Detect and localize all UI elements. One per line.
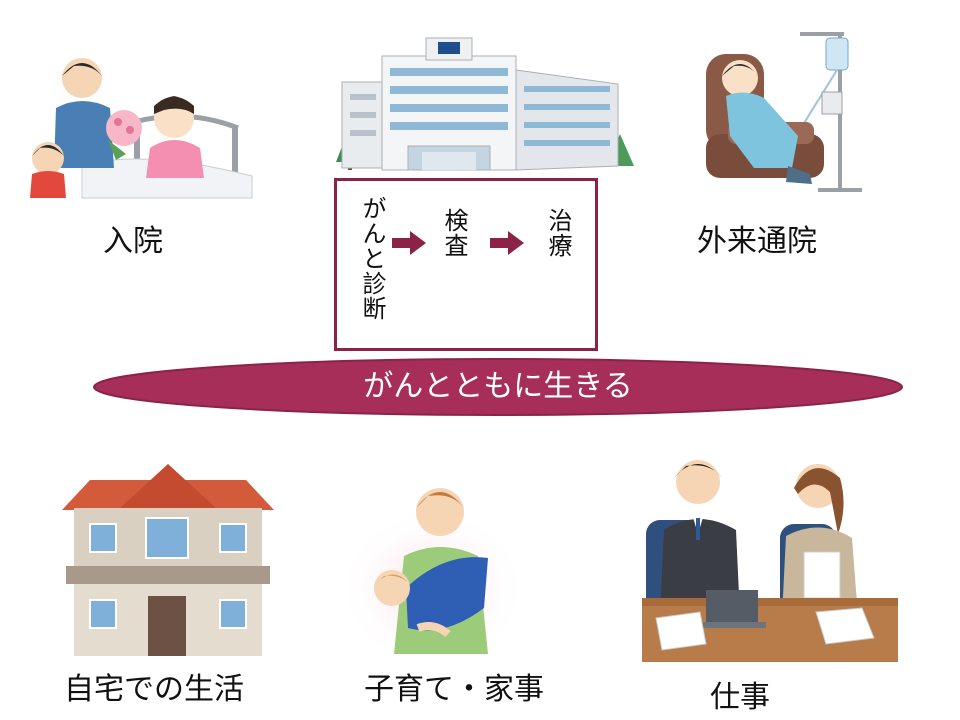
house-icon — [62, 464, 274, 656]
office-workers-icon — [642, 460, 898, 662]
flow-step-examination: 検査 — [440, 208, 468, 258]
treatment-flow-box — [334, 178, 598, 351]
banner-text: がんとともに生きる — [363, 369, 633, 404]
living-with-cancer-banner — [93, 358, 903, 416]
flow-arrow-1 — [392, 231, 426, 255]
hospital-bed-family-icon — [30, 58, 253, 199]
parent-baby-icon — [348, 488, 518, 654]
iv-drip-patient-icon — [706, 32, 862, 192]
flow-step-diagnosis: がんと診断 — [358, 196, 386, 321]
hospitalization-label: 入院 — [103, 224, 163, 259]
work-label: 仕事 — [710, 680, 770, 715]
flow-arrow-2 — [490, 231, 524, 255]
flow-step-treatment: 治療 — [544, 208, 572, 258]
childcare-housework-label: 子育て・家事 — [364, 672, 544, 707]
home-life-label: 自宅での生活 — [64, 672, 244, 707]
hospital-building-icon — [336, 37, 634, 171]
outpatient-label: 外来通院 — [697, 224, 817, 259]
